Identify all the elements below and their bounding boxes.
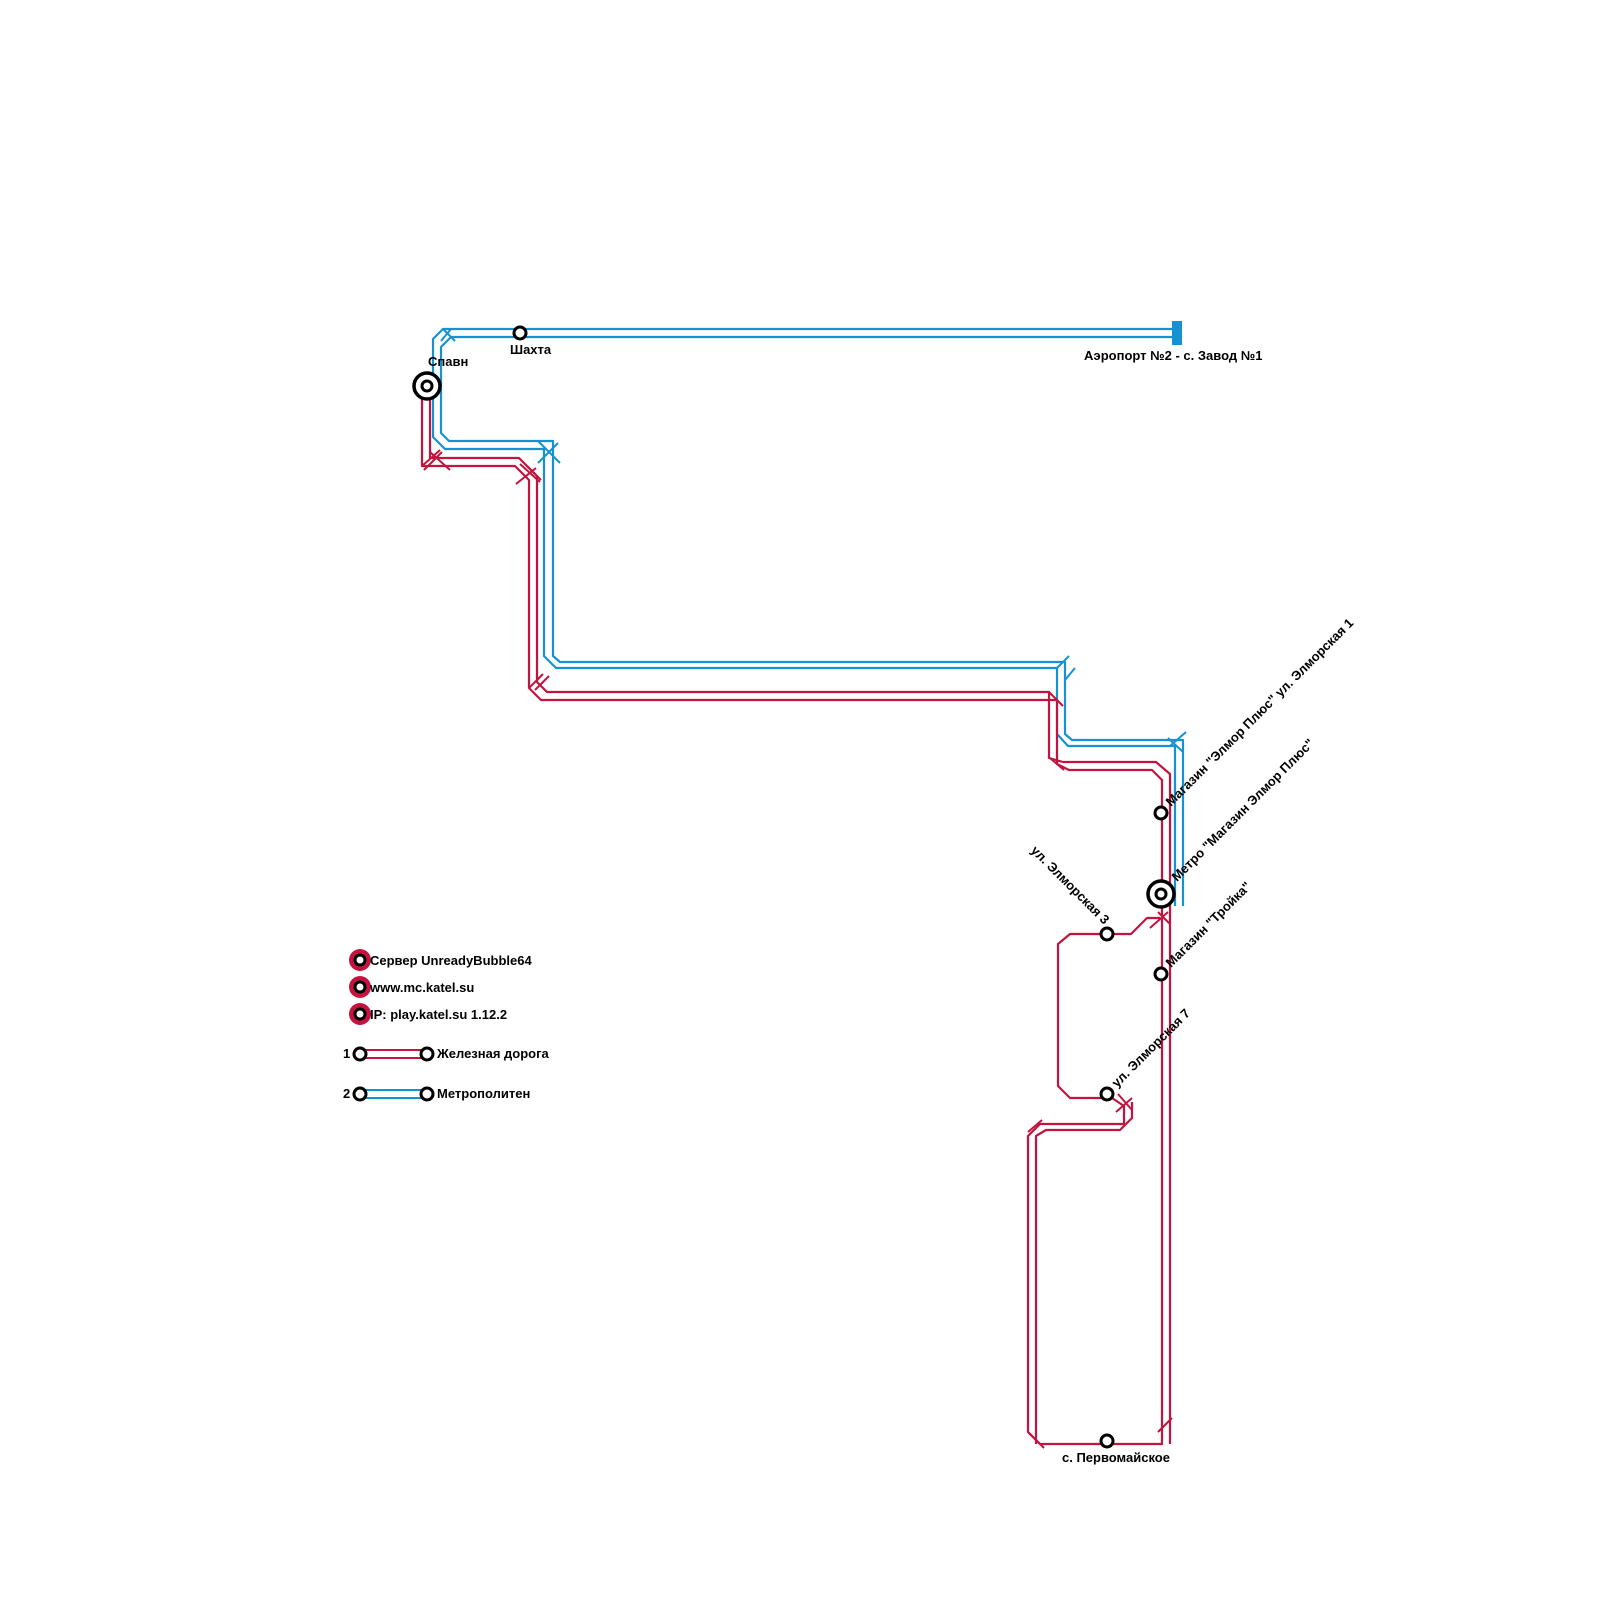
station-label-pervomayskoe: с. Первомайское [1062, 1450, 1170, 1465]
station-metro-shop[interactable] [1146, 879, 1176, 909]
station-label-elmorskaya-7: ул. Элморская 7 [1109, 1006, 1193, 1090]
legend-line2-name: Метрополитен [437, 1086, 530, 1101]
station-spawn[interactable] [412, 371, 442, 401]
info-block: Сервер UnreadyBubble64 www.mc.katel.su I… [349, 949, 532, 1025]
station-label-spawn: Спавн [428, 354, 468, 369]
metro-line [431, 321, 1187, 906]
station-label-troika: Магазин "Тройка" [1163, 879, 1254, 970]
legend-line2-number: 2 [343, 1086, 350, 1101]
station-label-airport: Аэропорт №2 - с. Завод №1 [1084, 348, 1262, 363]
info-ip: IP: play.katel.su 1.12.2 [370, 1007, 507, 1022]
railway-line [420, 395, 1173, 1449]
legend: 1 Железная дорога 2 Метрополитен [343, 1046, 550, 1102]
station-label-elmorskaya-3: ул. Элморская 3 [1028, 843, 1112, 927]
station-troika[interactable] [1153, 966, 1169, 982]
station-label-shop-elmor-1: Магазин "Элмор Плюс" ул. Элморская 1 [1163, 615, 1357, 809]
station-label-shakhta: Шахта [510, 342, 552, 357]
station-elmorskaya-7[interactable] [1099, 1086, 1115, 1102]
station-elmorskaya-3[interactable] [1099, 926, 1115, 942]
station-shakhta[interactable] [512, 325, 528, 341]
info-site: www.mc.katel.su [369, 980, 474, 995]
legend-line1-number: 1 [343, 1046, 350, 1061]
info-server: Сервер UnreadyBubble64 [370, 953, 532, 968]
airport-terminus-marker [1172, 321, 1182, 345]
station-label-metro-shop: Метро "Магазин Элмор Плюс" [1169, 736, 1317, 884]
station-pervomayskoe[interactable] [1099, 1433, 1115, 1449]
legend-line1-name: Железная дорога [436, 1046, 550, 1061]
station-shop-elmor-1[interactable] [1153, 805, 1169, 821]
